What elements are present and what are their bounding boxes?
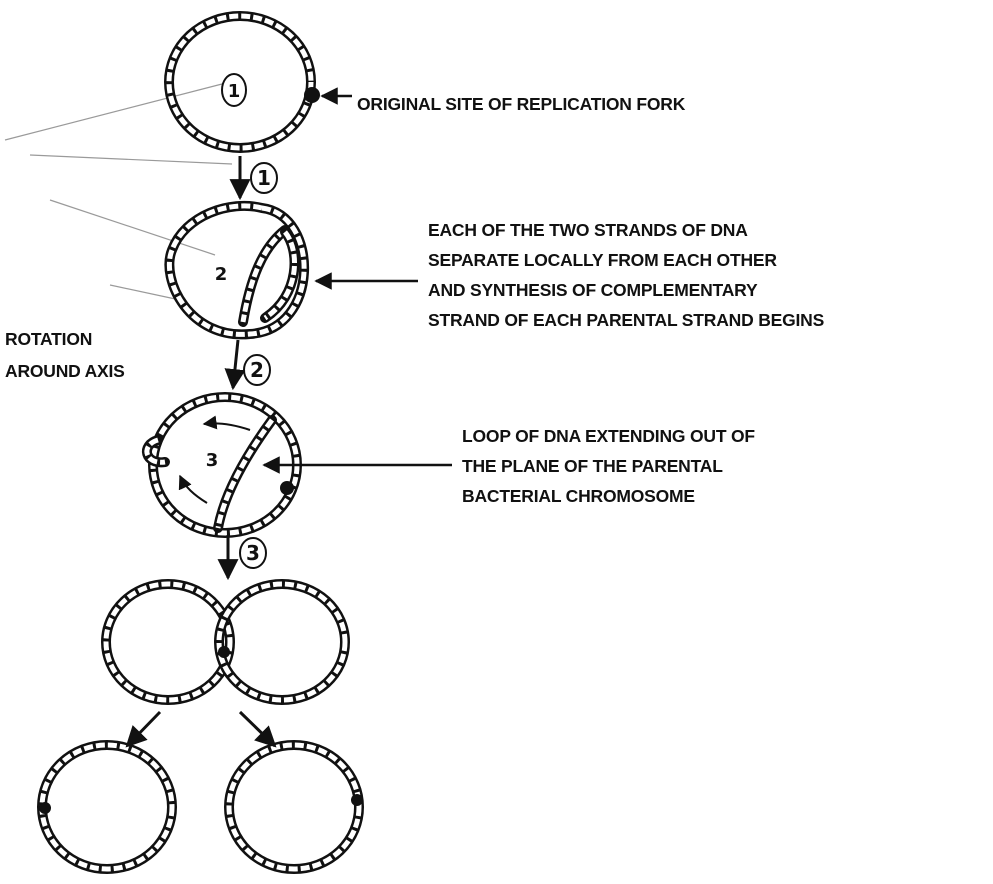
rotation-label-line-1: ROTATION bbox=[5, 329, 92, 349]
arrow1-step-number: 1 bbox=[257, 166, 271, 190]
loop-label-line-3: BACTERIAL CHROMOSOME bbox=[462, 486, 695, 506]
arrow3-step-number: 3 bbox=[246, 541, 260, 565]
split-arrow-right bbox=[238, 710, 277, 748]
dna-strands bbox=[37, 11, 364, 874]
flow-step-marks: 1 2 3 bbox=[239, 162, 278, 569]
rotation-arrows bbox=[178, 415, 251, 504]
loop-label-line-2: THE PLANE OF THE PARENTAL bbox=[462, 456, 723, 476]
pencil-marks bbox=[4, 83, 233, 301]
rotation-arrow-top bbox=[202, 415, 251, 431]
origin-dot bbox=[304, 87, 320, 103]
circle1-step-number: 1 bbox=[228, 81, 241, 102]
flow-arrows bbox=[125, 156, 277, 748]
separation-label-line-2: SEPARATE LOCALLY FROM EACH OTHER bbox=[428, 250, 777, 270]
circle-step-marks: 1 2 3 bbox=[206, 73, 247, 471]
arrow2-step-number: 2 bbox=[250, 358, 264, 382]
circle2-step-number: 2 bbox=[215, 264, 228, 285]
origin-label-line-1: ORIGINAL SITE OF REPLICATION FORK bbox=[357, 94, 686, 114]
loop-label-line-1: LOOP OF DNA EXTENDING OUT OF bbox=[462, 426, 755, 446]
stage4-junction-dot bbox=[218, 646, 230, 658]
stage3-fork-dot bbox=[280, 481, 294, 495]
stage3-new-strand bbox=[213, 415, 277, 533]
daughter-left-dot bbox=[39, 802, 51, 814]
circle3-step-number: 3 bbox=[206, 450, 219, 471]
flow-arrow-2 bbox=[224, 339, 246, 391]
rotation-label-line-2: AROUND AXIS bbox=[5, 361, 125, 381]
arrow2-ring bbox=[243, 354, 271, 386]
labels: ORIGINAL SITE OF REPLICATION FORK EACH O… bbox=[5, 94, 824, 506]
separation-label-line-3: AND SYNTHESIS OF COMPLEMENTARY bbox=[428, 280, 758, 300]
arrow3-ring bbox=[239, 537, 267, 569]
split-arrow-left bbox=[125, 710, 162, 748]
callout-arrows bbox=[262, 87, 452, 474]
arrow1-ring bbox=[250, 162, 278, 194]
separation-label-line-1: EACH OF THE TWO STRANDS OF DNA bbox=[428, 220, 748, 240]
circle1-ring bbox=[221, 73, 247, 107]
daughter-right-dot bbox=[351, 794, 363, 806]
rotation-arrow-left bbox=[178, 474, 208, 504]
separation-label-line-4: STRAND OF EACH PARENTAL STRAND BEGINS bbox=[428, 310, 824, 330]
fork-dots bbox=[39, 87, 363, 814]
